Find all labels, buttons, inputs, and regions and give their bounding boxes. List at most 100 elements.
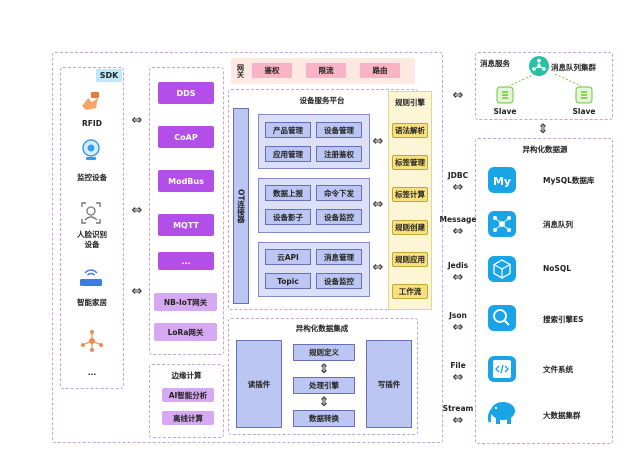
elephant-icon — [487, 402, 515, 424]
arrow-link-jedis: ⇔ — [452, 269, 464, 285]
rfid-hand-icon — [82, 92, 99, 110]
link-label-message: Message — [439, 215, 477, 224]
arrow-platform-rules-1: ⇔ — [372, 133, 384, 149]
queue-cluster-label: 消息队列集群 — [551, 63, 596, 72]
command-dispatch: 命令下发 — [316, 185, 362, 201]
app-management: 应用管理 — [265, 146, 311, 162]
gateway-title: 网关 — [236, 64, 245, 78]
cluster-links — [508, 73, 582, 87]
network-icon — [81, 330, 103, 352]
rule-workflow: 工作流 — [392, 284, 428, 299]
ot-connector: OT连接器 — [233, 108, 249, 304]
protocol-mqtt: MQTT — [158, 214, 214, 236]
storage-label-search-engine: 搜索引擎ES — [543, 315, 584, 324]
nosql-cube-icon — [488, 256, 516, 282]
storage-label-big-data: 大数据集群 — [543, 411, 581, 420]
link-label-jedis: Jedis — [447, 261, 469, 270]
processing-engine: 处理引擎 — [293, 377, 355, 394]
device-monitor-1: 设备监控 — [316, 209, 362, 225]
message-service-title: 消息服务 — [480, 59, 510, 68]
storage-label-file-system: 文件系统 — [543, 365, 573, 374]
camera-icon — [82, 139, 100, 160]
device-label-camera: 监控设备 — [77, 172, 107, 182]
arrow-step-1: ⇕ — [318, 361, 330, 377]
data-conversion: 数据转换 — [293, 410, 355, 427]
gateway-nbiot: NB-IoT网关 — [154, 293, 217, 311]
gateway-rate-limit: 限流 — [306, 63, 346, 78]
platform-title: 设备服务平台 — [299, 95, 345, 105]
rule-create: 规则创建 — [392, 220, 428, 235]
system-frame — [52, 52, 443, 443]
link-label-jdbc: JDBC — [447, 171, 469, 180]
storage-panel — [475, 138, 613, 444]
device-shadow: 设备影子 — [265, 209, 311, 225]
protocol-panel — [149, 67, 224, 355]
gateway-lora: LoRa网关 — [154, 323, 217, 341]
storage-title: 异构化数据源 — [522, 144, 568, 154]
arrow-link-stream: ⇔ — [452, 412, 464, 428]
device-label-smart-home: 智能家居 — [77, 297, 107, 307]
slave-right-icon — [575, 86, 593, 104]
rule-syntax-parse: 语法解析 — [392, 123, 428, 138]
rule-apply: 规则应用 — [392, 252, 428, 267]
rule-definition: 规则定义 — [293, 344, 355, 361]
search-engine-icon — [488, 305, 516, 331]
arrow-sdk-protocol-2: ⇔ — [131, 202, 143, 218]
rules-engine-title: 规则引擎 — [395, 97, 425, 107]
mysql-icon: My — [488, 167, 516, 193]
arrow-platform-rules-2: ⇔ — [372, 196, 384, 212]
slave-left-label: Slave — [493, 107, 517, 116]
link-label-json: Json — [449, 311, 467, 320]
arrow-step-2: ⇕ — [318, 394, 330, 410]
reader-plugin: 读插件 — [236, 340, 282, 428]
storage-label-message-queue: 消息队列 — [543, 220, 573, 229]
arrow-link-json: ⇔ — [452, 319, 464, 335]
arrow-message-storage: ⇕ — [537, 121, 549, 137]
cloud-api: 云API — [265, 249, 311, 265]
device-label-more: ... — [87, 367, 97, 377]
integration-title: 异构化数据集成 — [295, 323, 349, 333]
protocol-dds: DDS — [158, 82, 214, 104]
message-management: 消息管理 — [316, 249, 362, 265]
gateway-routing: 路由 — [360, 63, 400, 78]
rule-tag-compute: 标签计算 — [392, 187, 428, 202]
edge-ai-analysis: AI智能分析 — [162, 388, 214, 402]
data-report: 数据上报 — [265, 185, 311, 201]
writer-plugin: 写插件 — [366, 340, 412, 428]
protocol-more: ... — [158, 252, 214, 270]
register-auth: 注册鉴权 — [316, 146, 362, 162]
link-label-file: File — [450, 361, 466, 370]
device-label-rfid: RFID — [82, 118, 102, 128]
sdk-panel — [60, 67, 124, 389]
face-scan-icon — [81, 202, 101, 224]
arrow-link-jdbc: ⇔ — [452, 179, 464, 195]
device-label-face: 人脸识别 设备 — [77, 230, 107, 249]
queue-cluster-icon — [529, 56, 549, 76]
device-monitor-2: 设备监控 — [316, 273, 362, 289]
arrow-platform-rules-3: ⇔ — [372, 259, 384, 275]
link-label-stream: Stream — [442, 404, 474, 413]
arrow-link-message: ⇔ — [452, 223, 464, 239]
router-icon — [80, 269, 102, 286]
edge-panel — [149, 364, 224, 438]
slave-left-icon — [496, 86, 514, 104]
svg-text:My: My — [493, 175, 511, 188]
storage-label-nosql: NoSQL — [543, 264, 571, 273]
edge-title: 边缘计算 — [171, 370, 202, 380]
arrow-sdk-protocol-1: ⇔ — [131, 112, 143, 128]
gateway-auth: 鉴权 — [252, 63, 292, 78]
protocol-modbus: ModBus — [158, 170, 214, 192]
integration-panel — [228, 318, 418, 435]
message-queue-icon — [488, 211, 516, 237]
arrow-sdk-protocol-3: ⇔ — [131, 283, 143, 299]
topic: Topic — [265, 273, 311, 289]
rule-tag-management: 标签管理 — [392, 155, 428, 170]
edge-offline-compute: 离线计算 — [162, 411, 214, 425]
arrow-link-file: ⇔ — [452, 369, 464, 385]
code-file-icon — [488, 356, 516, 382]
arrow-system-message-service: ⇔ — [452, 87, 464, 103]
product-management: 产品管理 — [265, 122, 311, 138]
slave-right-label: Slave — [572, 107, 596, 116]
message-service-panel — [475, 52, 613, 120]
sdk-badge: SDK — [96, 69, 122, 82]
